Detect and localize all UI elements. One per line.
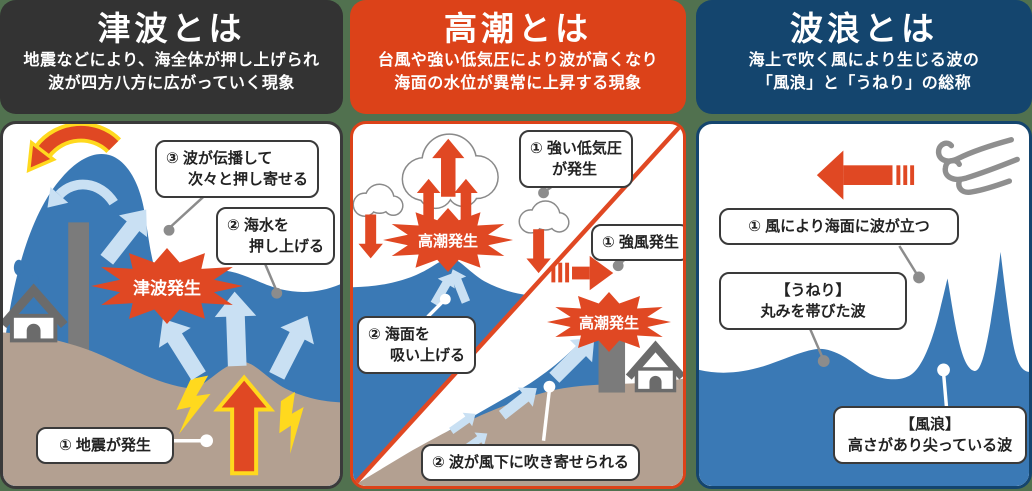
tsunami-illustration-panel: 津波発生 ③ 波が伝播して 次々と押し寄せる ② 海水を 押し上げる ① 地震が…: [0, 121, 343, 489]
harou-desc-line1: 海上で吹く風により生じる波の: [748, 52, 980, 70]
callout-step3-line1: ③ 波が伝播して: [166, 150, 273, 167]
callout-low-line1: ① 強い低気圧: [530, 140, 622, 157]
callout-furou-line2: 高さがあり尖っている波: [847, 437, 1013, 454]
callout-uneri-line1: 【うねり】: [775, 282, 851, 299]
callout-wind-ripple-label: ① 風により海面に波が立つ: [748, 218, 930, 235]
takashio-header: 高潮とは 台風や強い低気圧により波が高くなり 海面の水位が異常に上昇する現象: [350, 0, 686, 114]
harou-title: 波浪とは: [790, 10, 938, 47]
wind-arrow-icon: [816, 150, 915, 200]
tsunami-scene: [3, 124, 340, 486]
callout-step2-line1: ② 海水を: [227, 217, 289, 234]
callout-uneri-line2: 丸みを帯びた波: [760, 303, 866, 320]
leader-dot: [538, 187, 549, 199]
callout-furou-line1: 【風浪】: [899, 416, 960, 433]
wind-arrow-icon: [551, 255, 614, 291]
tsunami-title: 津波とは: [97, 10, 246, 47]
callout-step2: ② 海水を 押し上げる: [216, 207, 336, 265]
tsunami-desc-line1: 地震などにより、海全体が押し上げられ: [23, 52, 320, 70]
leader-lines: [163, 193, 283, 448]
takashio-illustration-panel: 高潮発生 高潮発生 ① 強い低気圧 が発生 ② 海面を 吸い上げる ① 強風発生…: [350, 121, 686, 489]
callout-step3: ③ 波が伝播して 次々と押し寄せる: [155, 140, 320, 198]
callout-uneri: 【うねり】 丸みを帯びた波: [719, 272, 907, 330]
wind-gust-icon: [935, 137, 1020, 195]
callout-strong-wind-label: ① 強風発生: [602, 234, 679, 251]
tsunami-overtop-arrow-icon: [26, 124, 122, 174]
tsunami-burst-label: 津波発生: [133, 278, 201, 298]
leader-line: [541, 389, 552, 441]
callout-step3-line2: 次々と押し寄せる: [188, 171, 309, 188]
callout-step2-line2: 押し上げる: [249, 238, 325, 255]
harou-desc-line2: 「風浪」と「うねり」の総称: [756, 75, 972, 93]
callout-strong-wind: ① 強風発生: [591, 224, 683, 261]
house-icon: [631, 346, 679, 390]
callout-wind-ripple: ① 風により海面に波が立つ: [719, 208, 959, 245]
takashio-title: 高潮とは: [444, 10, 592, 47]
wave-curl-arrow-icon: [47, 179, 118, 208]
leader-dot: [543, 380, 556, 393]
callout-suction: ② 海面を 吸い上げる: [357, 316, 477, 374]
callout-low-line2: が発生: [552, 161, 598, 178]
takashio-burst-wind-label: 高潮発生: [578, 314, 639, 332]
tsunami-header: 津波とは 地震などにより、海全体が押し上げられ 波が四方八方に広がっていく現象: [0, 0, 343, 114]
callout-suction-line1: ② 海面を: [368, 326, 430, 343]
harou-illustration-panel: ① 風により海面に波が立つ 【うねり】 丸みを帯びた波 【風浪】 高さがあり尖っ…: [696, 121, 1032, 489]
tsunami-desc-line2: 波が四方八方に広がっていく現象: [48, 75, 295, 93]
callout-furou: 【風浪】 高さがあり尖っている波: [833, 406, 1027, 464]
takashio-burst-low-label: 高潮発生: [417, 232, 478, 250]
leader-dot: [439, 293, 451, 305]
callout-step1-label: ① 地震が発生: [59, 437, 151, 454]
harou-header: 波浪とは 海上で吹く風により生じる波の 「風浪」と「うねり」の総称: [696, 0, 1032, 114]
callout-blown: ② 波が風下に吹き寄せられる: [421, 444, 640, 481]
leader-lines: [808, 245, 950, 408]
leader-dot: [612, 260, 624, 272]
takashio-desc-line1: 台風や強い低気圧により波が高くなり: [377, 52, 659, 70]
takashio-desc-line2: 海面の水位が異常に上昇する現象: [394, 75, 642, 93]
callout-blown-label: ② 波が風下に吹き寄せられる: [432, 454, 629, 471]
callout-step1: ① 地震が発生: [36, 427, 174, 464]
callout-low-pressure: ① 強い低気圧 が発生: [519, 130, 633, 188]
callout-suction-line2: 吸い上げる: [390, 347, 466, 364]
